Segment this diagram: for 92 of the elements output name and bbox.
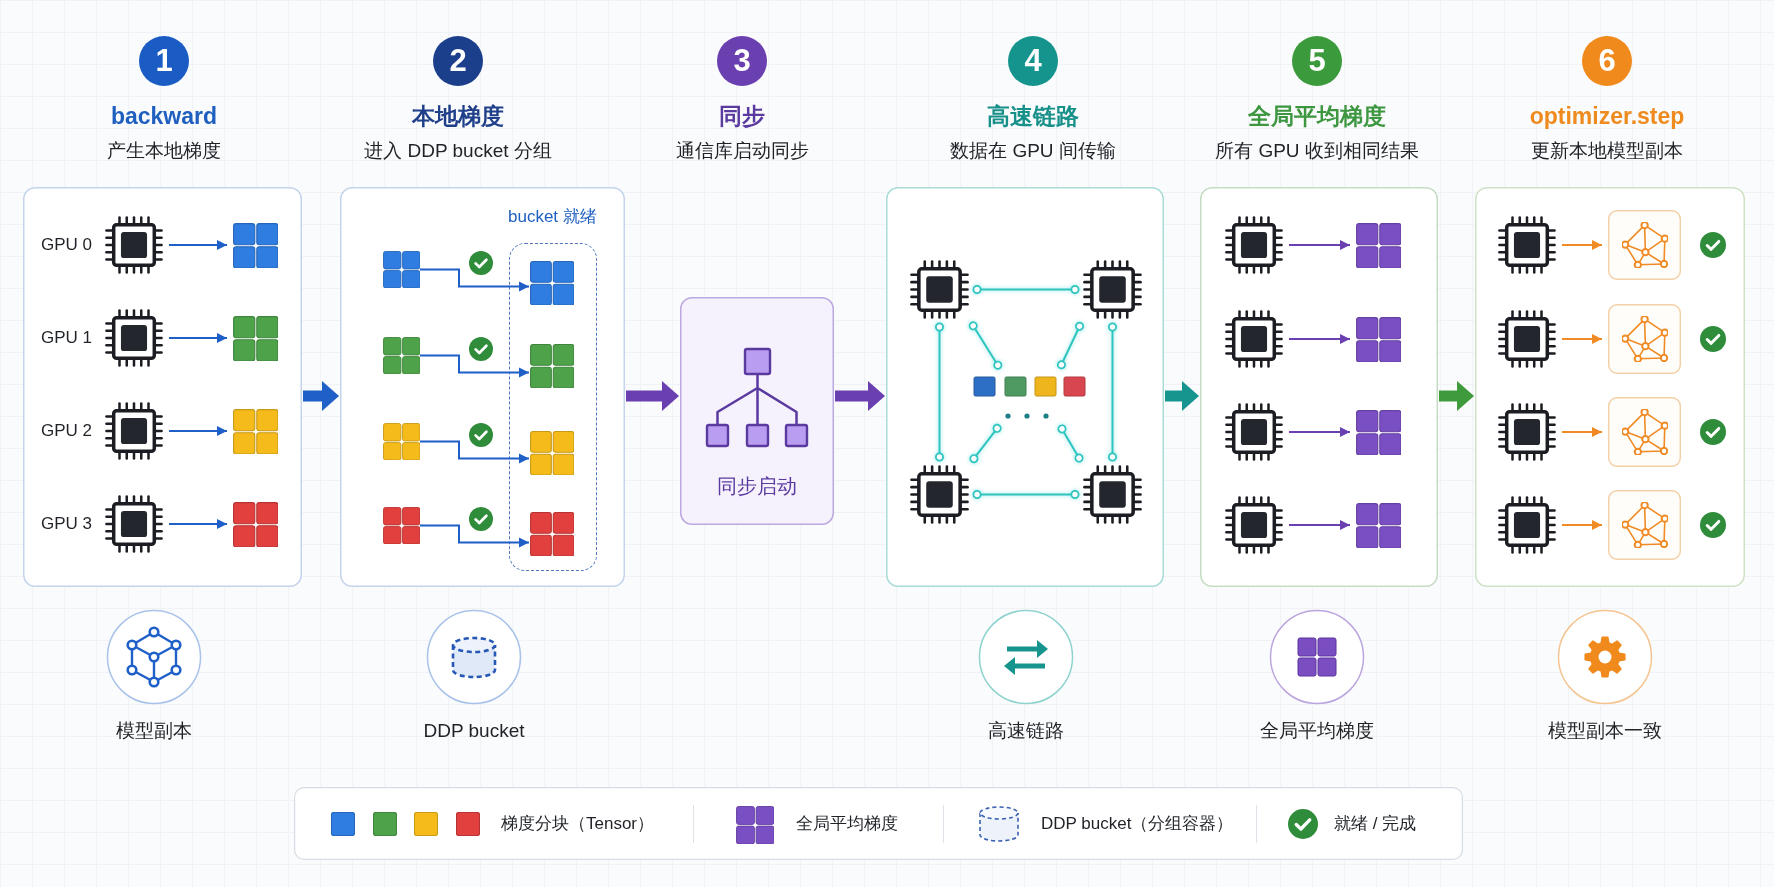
- link-line: [1056, 321, 1085, 370]
- arrow: [168, 426, 228, 436]
- tile-grid-icon: [233, 223, 278, 268]
- arrow: [1561, 240, 1603, 250]
- arrow: [168, 333, 228, 343]
- gpu-label: GPU 1: [40, 327, 92, 349]
- link-line: [968, 321, 1003, 370]
- chip-icon: [1225, 216, 1283, 274]
- chip-icon: [1225, 496, 1283, 554]
- chip-icon: [1498, 310, 1556, 368]
- arrow: [419, 440, 530, 464]
- legend-label: 全局平均梯度: [796, 813, 898, 835]
- arrow: [419, 354, 530, 378]
- flow-arrow: [303, 381, 339, 411]
- icon-caption: 高速链路: [988, 719, 1064, 743]
- icon-caption: 全局平均梯度: [1260, 719, 1374, 743]
- chip-icon: [1225, 403, 1283, 461]
- chip-icon: [105, 216, 163, 274]
- arrow: [168, 240, 228, 250]
- tile-grid-icon: [530, 512, 575, 557]
- step-subtitle: 进入 DDP bucket 分组: [364, 139, 552, 163]
- step-title: backward: [110, 103, 218, 131]
- step-subtitle: 更新本地模型副本: [1531, 139, 1683, 163]
- arrow: [1561, 334, 1603, 344]
- node-label: 同步启动: [717, 474, 797, 498]
- gpu-label: GPU 3: [40, 513, 92, 535]
- arrow: [1288, 427, 1351, 437]
- legend-label: 就绪 / 完成: [1334, 813, 1417, 835]
- tile-grid-icon: [383, 423, 420, 460]
- link-line: [1108, 322, 1117, 462]
- icon-caption: 模型副本: [116, 719, 192, 743]
- step-title: 高速链路: [987, 103, 1079, 131]
- chip-icon: [105, 495, 163, 553]
- model-card: [1608, 490, 1681, 560]
- arrow: [1288, 240, 1351, 250]
- chip-icon: [1083, 260, 1142, 319]
- tile-grid-icon: [1356, 317, 1401, 362]
- tile-grid-icon: [383, 507, 420, 544]
- chip-icon: [910, 260, 969, 319]
- step-subtitle: 所有 GPU 收到相同结果: [1215, 139, 1419, 163]
- legend-label: DDP bucket（分组容器）: [1041, 813, 1234, 835]
- step-title: 全局平均梯度: [1248, 103, 1386, 131]
- chip-icon: [1083, 465, 1142, 524]
- link-line: [969, 423, 1002, 464]
- tile-grid-icon: [1356, 223, 1401, 268]
- tile-grid-icon: [1356, 503, 1401, 548]
- arrow: [1561, 520, 1603, 530]
- tile-grid-icon: [233, 502, 278, 547]
- step-subtitle: 通信库启动同步: [675, 139, 809, 163]
- group-title: bucket 就绪: [508, 207, 597, 228]
- chip-icon: [105, 309, 163, 367]
- link-line: [1057, 424, 1084, 463]
- arrow: [419, 268, 530, 292]
- step-title: 同步: [719, 103, 765, 131]
- link-line: [935, 322, 944, 462]
- tile-grid-icon: [1356, 410, 1401, 455]
- arrow: [1288, 520, 1351, 530]
- model-card: [1608, 304, 1681, 374]
- gpu-label: GPU 0: [40, 234, 92, 256]
- icon-caption: DDP bucket: [423, 719, 525, 743]
- gpu-label: GPU 2: [40, 420, 92, 442]
- arrow: [168, 519, 228, 529]
- tile-grid-icon: [233, 316, 278, 361]
- tile-grid-icon: [383, 337, 420, 374]
- chip-icon: [1498, 496, 1556, 554]
- chip-icon: [1498, 403, 1556, 461]
- flow-arrow: [835, 381, 885, 411]
- flow-arrow: [1439, 381, 1474, 411]
- chip-icon: [910, 465, 969, 524]
- tile-grid-icon: [530, 344, 575, 389]
- chip-icon: [1498, 216, 1556, 274]
- arrow: [419, 524, 530, 548]
- chip-icon: [105, 402, 163, 460]
- flow-arrow: [626, 381, 679, 411]
- model-card: [1608, 397, 1681, 467]
- step-title: optimizer.step: [1529, 103, 1685, 131]
- link-line: [972, 490, 1080, 499]
- arrow: [1561, 427, 1603, 437]
- arrow: [1288, 334, 1351, 344]
- icon-caption: 模型副本一致: [1548, 719, 1662, 743]
- step-subtitle: 产生本地梯度: [107, 139, 221, 163]
- step-title: 本地梯度: [412, 103, 504, 131]
- chip-icon: [1225, 310, 1283, 368]
- tile-grid-icon: [530, 431, 575, 476]
- model-card: [1608, 210, 1681, 280]
- tile-grid-icon: [383, 251, 420, 288]
- tile-grid-icon: [530, 261, 575, 306]
- tile-grid-icon: [233, 409, 278, 454]
- legend-label: 梯度分块（Tensor）: [501, 813, 655, 835]
- link-line: [972, 285, 1080, 294]
- flow-arrow: [1165, 381, 1199, 411]
- step-subtitle: 数据在 GPU 间传输: [950, 139, 1116, 163]
